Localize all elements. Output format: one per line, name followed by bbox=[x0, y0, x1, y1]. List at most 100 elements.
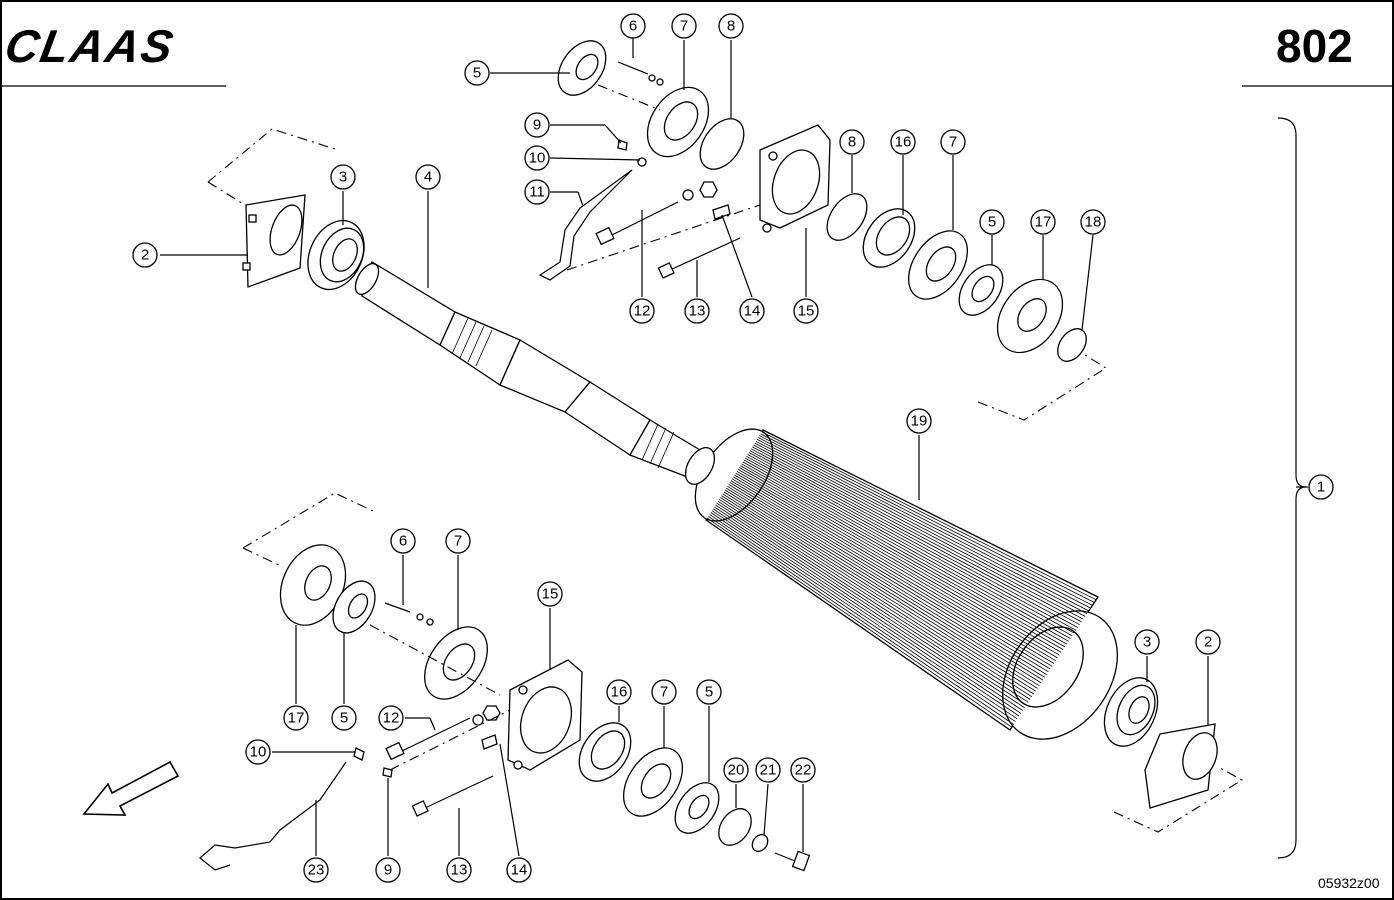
svg-text:6: 6 bbox=[399, 533, 407, 550]
svg-text:2: 2 bbox=[1204, 634, 1212, 651]
callout-10: 10 bbox=[245, 739, 271, 765]
flange-7-bottom bbox=[424, 626, 488, 700]
flange-7-right bbox=[907, 230, 969, 300]
callout-23: 23 bbox=[303, 857, 329, 883]
callout-2: 2 bbox=[132, 242, 158, 268]
housing-15-top bbox=[759, 124, 831, 233]
callout-22: 22 bbox=[790, 757, 816, 783]
callout-14: 14 bbox=[506, 857, 532, 883]
seal-5-bottom-right bbox=[674, 782, 720, 834]
svg-text:17: 17 bbox=[288, 710, 305, 727]
flange-7-bottom-right bbox=[622, 747, 684, 817]
svg-text:8: 8 bbox=[727, 18, 735, 35]
svg-text:9: 9 bbox=[533, 117, 541, 134]
callout-13: 13 bbox=[684, 298, 710, 324]
callout-21: 21 bbox=[755, 757, 781, 783]
callout-18: 18 bbox=[1080, 209, 1106, 235]
callout-6: 6 bbox=[390, 528, 416, 554]
housing-15-bottom bbox=[507, 659, 583, 771]
svg-text:23: 23 bbox=[308, 862, 325, 879]
page-number: 802 bbox=[1276, 20, 1353, 72]
callout-9: 9 bbox=[375, 857, 401, 883]
svg-text:20: 20 bbox=[728, 762, 745, 779]
svg-text:15: 15 bbox=[542, 586, 559, 603]
callout-16: 16 bbox=[606, 679, 632, 705]
svg-text:19: 19 bbox=[911, 413, 928, 430]
svg-text:7: 7 bbox=[454, 533, 462, 550]
svg-text:5: 5 bbox=[340, 710, 348, 727]
seal-5-right bbox=[958, 264, 1004, 316]
flange-7-top bbox=[646, 86, 710, 158]
callout-13: 13 bbox=[446, 857, 472, 883]
svg-text:16: 16 bbox=[611, 684, 628, 701]
ring-8-right bbox=[826, 193, 868, 241]
callout-7: 7 bbox=[671, 13, 697, 39]
callout-7: 7 bbox=[940, 129, 966, 155]
svg-text:10: 10 bbox=[529, 150, 546, 167]
bolt-6-top bbox=[617, 61, 664, 86]
bolt-6-bottom bbox=[384, 602, 434, 626]
bearing-left bbox=[307, 219, 365, 291]
callout-3: 3 bbox=[1134, 629, 1160, 655]
callout-3: 3 bbox=[330, 164, 356, 190]
figure-reference: 05932z00 bbox=[1318, 875, 1380, 891]
seal-5-bottom bbox=[332, 580, 376, 634]
bearing-16-bottom bbox=[578, 722, 632, 782]
callout-15: 15 bbox=[793, 298, 819, 324]
callout-20: 20 bbox=[723, 757, 749, 783]
callout-10: 10 bbox=[524, 145, 550, 171]
cover-plate-left bbox=[242, 194, 306, 288]
callout-7: 7 bbox=[445, 528, 471, 554]
callout-15: 15 bbox=[537, 581, 563, 607]
svg-text:6: 6 bbox=[629, 18, 637, 35]
bearing-16-top bbox=[862, 208, 916, 268]
lower-small-parts bbox=[199, 705, 501, 871]
svg-text:5: 5 bbox=[473, 65, 481, 82]
svg-text:14: 14 bbox=[744, 303, 761, 320]
cover-plate-right bbox=[1144, 723, 1218, 809]
callout-6: 6 bbox=[620, 13, 646, 39]
callout-5: 5 bbox=[331, 705, 357, 731]
svg-text:21: 21 bbox=[760, 762, 777, 779]
callout-5: 5 bbox=[696, 679, 722, 705]
svg-text:22: 22 bbox=[795, 762, 812, 779]
seal-5-top bbox=[557, 40, 607, 96]
brand-logo: CLAAS bbox=[1, 20, 178, 72]
washer-20 bbox=[718, 808, 752, 846]
callout-8: 8 bbox=[839, 129, 865, 155]
callout-14: 14 bbox=[739, 298, 765, 324]
callout-5: 5 bbox=[464, 60, 490, 86]
svg-text:1: 1 bbox=[1317, 479, 1325, 496]
svg-text:18: 18 bbox=[1085, 214, 1102, 231]
svg-text:13: 13 bbox=[689, 303, 706, 320]
svg-text:7: 7 bbox=[660, 684, 668, 701]
svg-text:5: 5 bbox=[988, 214, 996, 231]
callout-8: 8 bbox=[718, 13, 744, 39]
callout-12: 12 bbox=[629, 298, 655, 324]
bearing-right bbox=[1103, 677, 1159, 747]
svg-text:5: 5 bbox=[705, 684, 713, 701]
callout-19: 19 bbox=[906, 408, 932, 434]
svg-text:7: 7 bbox=[680, 18, 688, 35]
callout-17: 17 bbox=[283, 705, 309, 731]
svg-text:17: 17 bbox=[1035, 214, 1052, 231]
callout-2: 2 bbox=[1195, 629, 1221, 655]
svg-text:16: 16 bbox=[895, 134, 912, 151]
svg-text:7: 7 bbox=[949, 134, 957, 151]
callout-17: 17 bbox=[1030, 209, 1056, 235]
callout-12: 12 bbox=[378, 705, 404, 731]
svg-text:8: 8 bbox=[848, 134, 856, 151]
cap-17-right bbox=[996, 278, 1064, 354]
callout-5: 5 bbox=[979, 209, 1005, 235]
direction-arrow bbox=[82, 760, 180, 816]
svg-text:12: 12 bbox=[383, 710, 400, 727]
callout-16: 16 bbox=[890, 129, 916, 155]
washer-21 bbox=[751, 833, 769, 853]
callout-11: 11 bbox=[524, 179, 550, 205]
ring-8-top bbox=[699, 118, 745, 170]
roller-drum bbox=[694, 428, 1119, 740]
svg-text:9: 9 bbox=[384, 862, 392, 879]
bolt-22 bbox=[774, 850, 811, 872]
callout-7: 7 bbox=[651, 679, 677, 705]
